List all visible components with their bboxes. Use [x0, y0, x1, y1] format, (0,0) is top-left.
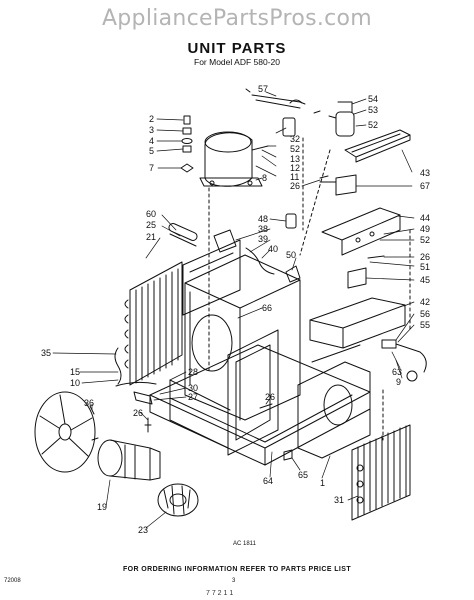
condenser-coil	[351, 424, 411, 521]
callout-38: 38	[258, 224, 268, 234]
callout-57: 57	[258, 84, 268, 94]
bracket	[319, 174, 357, 196]
callout-21: 21	[146, 232, 156, 242]
callout-49: 49	[420, 224, 430, 234]
callout-labels: 57 54 53 52 2 3 4 5 7 32 52 13 12 11 8 4…	[41, 84, 430, 535]
callout-56: 56	[420, 309, 430, 319]
callout-51: 51	[420, 262, 430, 272]
bottom-mark: 7 7 2 1 1	[206, 590, 234, 597]
center-partition	[184, 254, 301, 421]
callout-36: 36	[84, 398, 94, 408]
figure-code: AC 1811	[233, 541, 256, 547]
callout-12: 12	[290, 163, 300, 173]
callout-65: 65	[298, 470, 308, 480]
callout-52: 52	[368, 120, 378, 130]
evaporator-coil	[124, 261, 183, 386]
leader-lines	[52, 91, 415, 529]
callout-40: 40	[268, 244, 278, 254]
blower-wheel	[157, 483, 199, 517]
callout-60: 60	[146, 209, 156, 219]
callout-50: 50	[286, 250, 296, 260]
blower-scroll	[297, 344, 371, 459]
watermark: AppliancePartsPros.com	[101, 6, 373, 31]
drain-trough	[344, 129, 411, 163]
compressor	[199, 131, 269, 187]
document-code: 72008	[4, 578, 21, 584]
callout-15: 15	[70, 367, 80, 377]
callout-3: 3	[149, 125, 154, 135]
callout-26: 26	[290, 181, 300, 191]
fan-blade	[34, 391, 96, 473]
callout-8: 8	[262, 173, 267, 183]
callout-9: 9	[396, 377, 401, 387]
page-number: 3	[232, 578, 236, 584]
callout-66: 66	[262, 303, 272, 313]
callout-2: 2	[149, 114, 154, 124]
callout-35: 35	[41, 348, 51, 358]
callout-52: 52	[290, 144, 300, 154]
capacitor	[328, 101, 355, 137]
callout-44: 44	[420, 213, 430, 223]
callout-19: 19	[97, 502, 107, 512]
callout-39: 39	[258, 234, 268, 244]
ordering-note: FOR ORDERING INFORMATION REFER TO PARTS …	[122, 566, 352, 573]
callout-31: 31	[334, 495, 344, 505]
callout-4: 4	[149, 136, 154, 146]
callout-26: 26	[420, 252, 430, 262]
coil-shroud	[182, 239, 241, 316]
callout-10: 10	[70, 378, 80, 388]
callout-54: 54	[368, 94, 378, 104]
callout-28: 28	[188, 367, 198, 377]
callout-27: 27	[188, 392, 198, 402]
callout-63: 63	[392, 367, 402, 377]
callout-13: 13	[290, 154, 300, 164]
callout-67: 67	[420, 181, 430, 191]
callout-26: 26	[265, 392, 275, 402]
callout-30: 30	[188, 383, 198, 393]
callout-55: 55	[420, 320, 430, 330]
callout-48: 48	[258, 214, 268, 224]
callout-1: 1	[320, 478, 325, 488]
callout-43: 43	[420, 168, 430, 178]
callout-25: 25	[146, 220, 156, 230]
thermostat-knobs	[381, 339, 427, 382]
base-pan	[149, 344, 371, 466]
small-parts	[89, 110, 385, 461]
callout-5: 5	[149, 146, 154, 156]
callout-42: 42	[420, 297, 430, 307]
callout-52: 52	[420, 235, 430, 245]
mounting-hardware	[180, 115, 194, 173]
model-subtitle: For Model ADF 580-20	[194, 57, 280, 67]
callout-23: 23	[138, 525, 148, 535]
callout-64: 64	[263, 476, 273, 486]
callout-45: 45	[420, 275, 430, 285]
callout-53: 53	[368, 105, 378, 115]
callout-7: 7	[149, 163, 154, 173]
page-title: UNIT PARTS	[187, 40, 287, 57]
front-frame	[169, 329, 279, 456]
fan-motor	[91, 437, 161, 481]
callout-32: 32	[290, 134, 300, 144]
control-box	[309, 267, 406, 349]
callout-11: 11	[290, 172, 299, 182]
callout-26: 26	[133, 408, 143, 418]
wire-harness	[245, 88, 306, 109]
control-panel	[321, 207, 401, 256]
